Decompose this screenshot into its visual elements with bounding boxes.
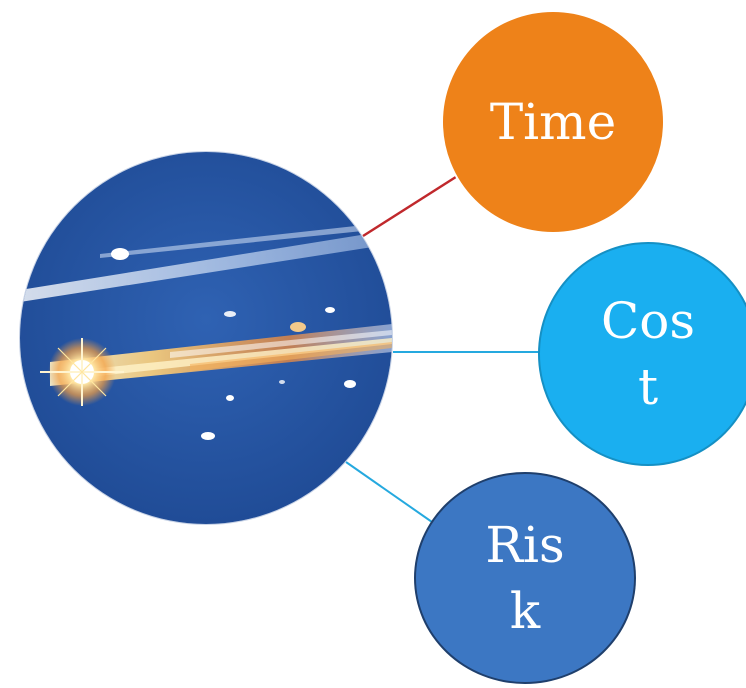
risk-label: Ris k bbox=[485, 516, 565, 640]
risk-node: Ris k bbox=[414, 472, 636, 684]
connector-risk bbox=[345, 461, 433, 523]
time-node: Time bbox=[441, 10, 665, 234]
connector-time bbox=[362, 173, 460, 238]
time-label: Time bbox=[489, 93, 617, 151]
cost-node: Cos t bbox=[538, 242, 746, 466]
debris-streaks-image bbox=[20, 152, 392, 524]
center-photo bbox=[20, 152, 392, 524]
cost-label: Cos t bbox=[600, 292, 696, 416]
